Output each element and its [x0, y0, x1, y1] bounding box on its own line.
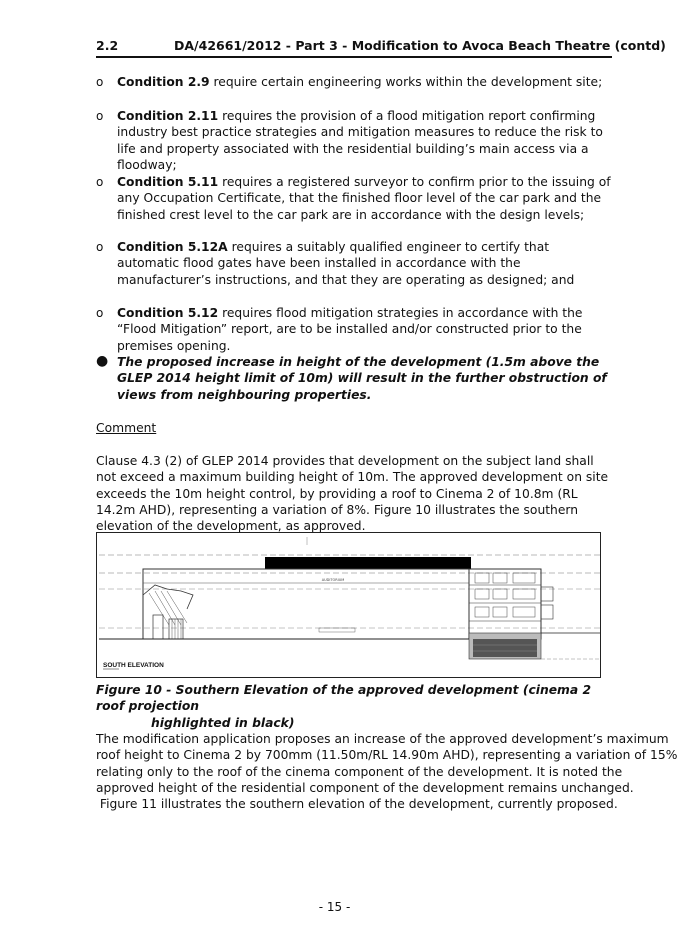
condition-label: Condition 5.12 — [117, 306, 219, 320]
caption-line: Figure 10 - Southern Elevation of the ap… — [96, 683, 591, 714]
condition-text: requires a registered surveyor to confir… — [117, 175, 611, 222]
cinema-roof-projection — [265, 557, 471, 569]
elevation-drawing: AUDITORIUM — [96, 532, 601, 678]
bullet-marker: o — [96, 175, 104, 189]
paragraph-line: Figure 11 illustrates the southern eleva… — [96, 797, 618, 812]
condition-label: Condition 5.12A — [117, 240, 228, 254]
page-number: - 15 - — [318, 900, 351, 914]
paragraph-modification: The modification application proposes an… — [96, 731, 677, 812]
main-point-text: The proposed increase in height of the d… — [117, 355, 607, 402]
paragraph-line: approved height of the residential compo… — [96, 780, 634, 795]
caption-line: highlighted in black) — [151, 715, 295, 730]
bullet-dot-icon: ● — [96, 353, 109, 369]
elevation-drawing-svg: AUDITORIUM — [99, 537, 600, 670]
condition-text: require certain engineering works within… — [209, 75, 603, 89]
bullet-marker: o — [96, 306, 104, 320]
condition-label: Condition 2.9 — [117, 75, 210, 89]
paragraph-line: The modification application proposes an… — [96, 732, 669, 746]
bullet-marker: o — [96, 75, 104, 89]
condition-text: requires flood mitigation strategies in … — [117, 306, 583, 353]
bullet-marker: o — [96, 109, 104, 123]
condition-text: requires the provision of a flood mitiga… — [117, 109, 603, 172]
paragraph-line: relating only to the roof of the cinema … — [96, 764, 623, 779]
comment-heading: Comment — [96, 421, 157, 435]
page-header: 2.2 DA/42661/2012 - Part 3 - Modificatio… — [96, 38, 666, 58]
paragraph-line: roof height to Cinema 2 by 700mm (11.50m… — [96, 748, 677, 763]
header-title: DA/42661/2012 - Part 3 - Modification to… — [174, 38, 666, 53]
drawing-label: SOUTH ELEVATION — [103, 662, 164, 669]
section-number: 2.2 — [96, 38, 119, 53]
figure-caption: Figure 10 - Southern Elevation of the ap… — [96, 682, 612, 731]
condition-label: Condition 2.11 — [117, 109, 219, 123]
paragraph-clause: Clause 4.3 (2) of GLEP 2014 provides tha… — [96, 454, 609, 534]
condition-text: requires a suitably qualified engineer t… — [117, 240, 575, 287]
svg-text:AUDITORIUM: AUDITORIUM — [322, 578, 345, 582]
bullet-marker: o — [96, 240, 104, 254]
condition-label: Condition 5.11 — [117, 175, 219, 189]
